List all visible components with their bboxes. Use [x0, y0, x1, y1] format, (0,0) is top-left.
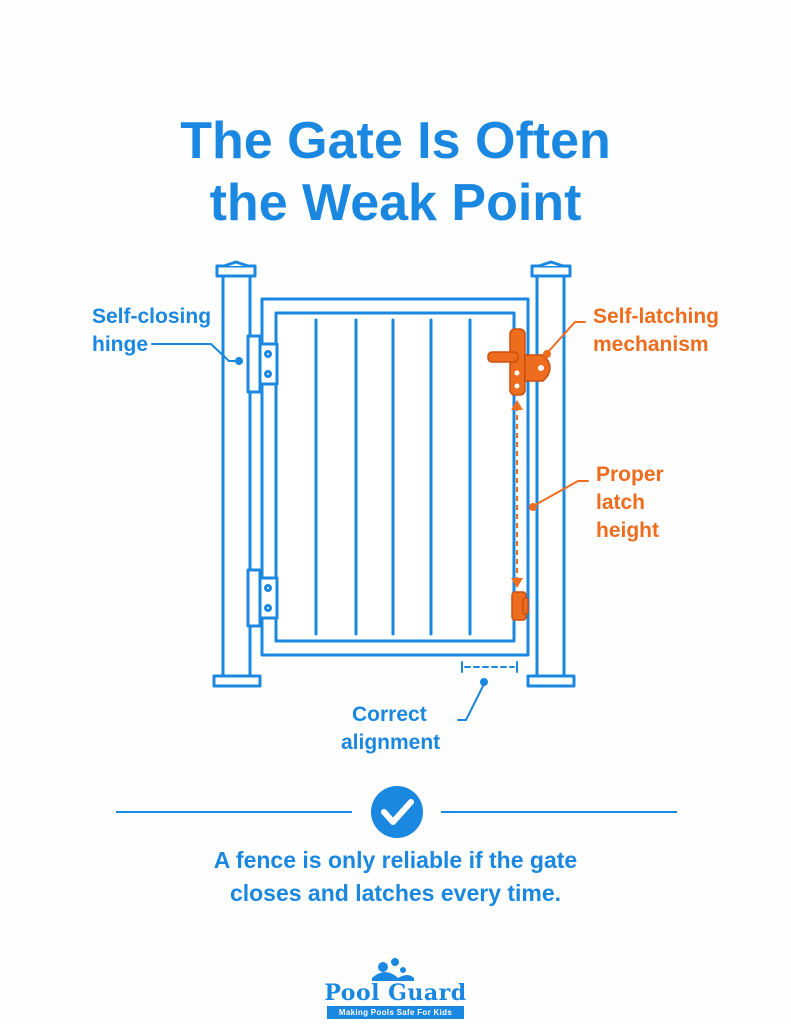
- hinge-leader-dot: [235, 357, 243, 365]
- alignment-callout-line-2: alignment: [341, 731, 441, 754]
- right-post: [526, 260, 576, 688]
- footer-line-2: closes and latches every time.: [229, 880, 562, 906]
- alignment-callout-line-1: Correct: [352, 703, 427, 726]
- pool-guard-logo-icon: [372, 958, 414, 981]
- left-post: [212, 260, 262, 688]
- hinge-leader-line: [151, 343, 240, 362]
- alignment-leader-dot: [480, 678, 488, 686]
- height-callout-line-2: latch: [596, 491, 646, 514]
- height-leader-dot: [529, 503, 537, 511]
- latch-strike-plate: [511, 591, 529, 621]
- latch-handle: [487, 328, 526, 396]
- logo-name: Pool Guard: [324, 980, 467, 1006]
- height-leader-line: [534, 480, 589, 506]
- alignment-leader-line: [457, 683, 485, 721]
- latch-leader-dot: [543, 350, 551, 358]
- page-title-line-1: The Gate Is Often: [180, 112, 611, 170]
- hinge-callout-line-2: hinge: [92, 333, 148, 356]
- gate-slats: [314, 318, 472, 636]
- latch-leader-line: [547, 321, 586, 353]
- height-callout-line-1: Proper: [596, 463, 664, 486]
- latch-callout-line-1: Self-latching: [593, 305, 720, 328]
- latch-catch: [524, 354, 551, 382]
- latch-height-dimension: [511, 400, 523, 588]
- height-callout-line-3: height: [596, 519, 659, 542]
- gate-frame: [260, 297, 530, 657]
- alignment-gap-marker: [461, 661, 518, 673]
- upper-hinge: [246, 334, 279, 394]
- hinge-callout-line-1: Self-closing: [92, 305, 212, 328]
- page-title-line-2: the Weak Point: [209, 174, 582, 232]
- footer-line-1: A fence is only reliable if the gate: [213, 847, 578, 873]
- logo-tagline: Making Pools Safe For Kids: [327, 1006, 464, 1019]
- check-circle-icon: [371, 786, 423, 838]
- latch-callout-line-2: mechanism: [593, 333, 709, 356]
- lower-hinge: [246, 568, 279, 628]
